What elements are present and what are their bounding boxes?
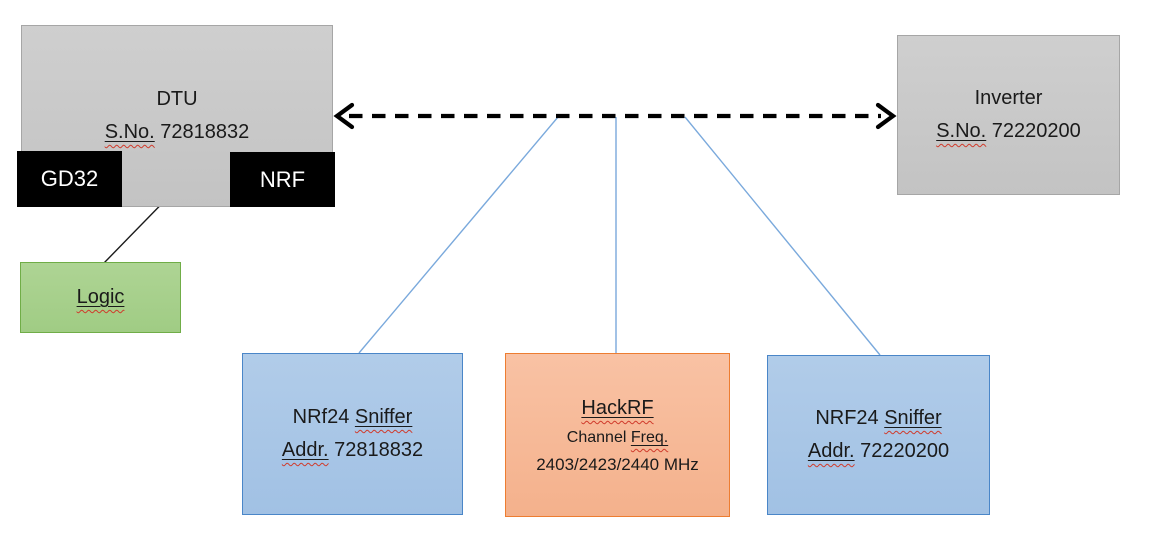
gd32-chip: GD32 bbox=[17, 151, 122, 207]
sniffer-left-name-flagged: Sniffer bbox=[354, 406, 413, 428]
sniffer-right-addr-value: 72220200 bbox=[854, 440, 950, 462]
sniffer-right-addr-line: Addr. 72220200 bbox=[808, 435, 949, 468]
hackrf-channel-line: Channel Freq. bbox=[567, 425, 668, 451]
sniffer-left-name-line: NRf24 Sniffer bbox=[293, 401, 413, 434]
inverter-box: Inverter S.No. 72220200 bbox=[897, 35, 1120, 195]
logic-label: Logic bbox=[76, 286, 125, 308]
hackrf-frequencies: 2403/2423/2440 MHz bbox=[536, 455, 699, 474]
hackrf-box: HackRF Channel Freq. 2403/2423/2440 MHz bbox=[505, 353, 730, 517]
connector-line-right-sniffer bbox=[684, 116, 881, 356]
logic-box: Logic bbox=[20, 262, 181, 333]
sniffer-right-name-line: NRF24 Sniffer bbox=[815, 402, 941, 435]
connector-line-left-sniffer bbox=[358, 116, 559, 354]
sniffer-right-box: NRF24 Sniffer Addr. 72220200 bbox=[767, 355, 990, 515]
sniffer-left-addr-label: Addr. bbox=[281, 439, 329, 461]
sniffer-left-addr-value: 72818832 bbox=[328, 439, 424, 461]
dtu-serial-label: S.No. bbox=[104, 121, 155, 143]
dtu-title: DTU bbox=[156, 88, 198, 110]
hackrf-title: HackRF bbox=[581, 397, 654, 419]
sniffer-left-box: NRf24 Sniffer Addr. 72818832 bbox=[242, 353, 463, 515]
inverter-serial-line: S.No. 72220200 bbox=[936, 115, 1081, 148]
hackrf-channel-flagged: Freq. bbox=[630, 429, 669, 446]
sniffer-right-addr-label: Addr. bbox=[807, 440, 855, 462]
dtu-inverter-dashed-arrow bbox=[333, 102, 897, 130]
dtu-serial-value: 72818832 bbox=[154, 121, 250, 143]
arrowhead-left-icon bbox=[333, 102, 355, 130]
logic-line: Logic bbox=[77, 281, 125, 314]
inverter-serial-value: 72220200 bbox=[986, 120, 1081, 142]
nrf-label: NRF bbox=[259, 166, 306, 192]
inverter-title: Inverter bbox=[974, 87, 1043, 109]
hackrf-title-line: HackRF bbox=[581, 392, 653, 425]
sniffer-right-name-prefix: NRF24 bbox=[815, 407, 885, 429]
arrowhead-right-icon bbox=[875, 102, 897, 130]
nrf-chip: NRF bbox=[230, 152, 335, 207]
dtu-serial-line: S.No. 72818832 bbox=[105, 116, 250, 149]
gd32-label: GD32 bbox=[40, 166, 99, 191]
sniffer-left-addr-line: Addr. 72818832 bbox=[282, 434, 423, 467]
hackrf-channel-prefix: Channel bbox=[566, 429, 631, 446]
inverter-serial-label: S.No. bbox=[936, 120, 987, 142]
sniffer-right-name-flagged: Sniffer bbox=[884, 407, 942, 429]
sniffer-left-name-prefix: NRf24 bbox=[292, 406, 355, 428]
